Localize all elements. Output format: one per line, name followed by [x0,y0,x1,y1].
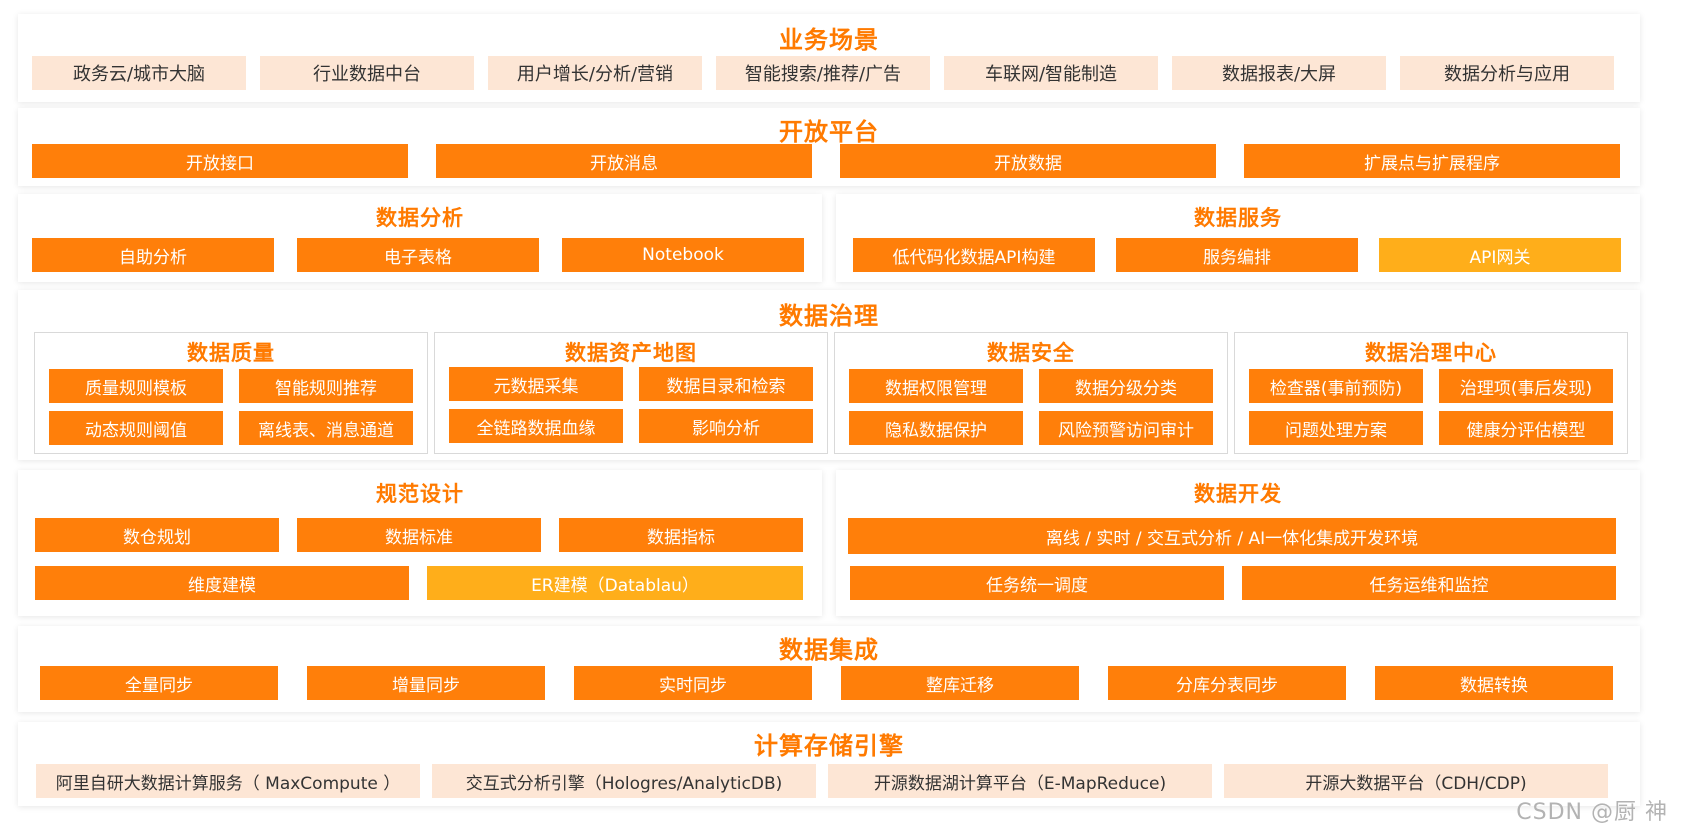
governance-item: 离线表、消息通道 [239,411,413,445]
data-asset-map-title: 数据资产地图 [565,341,697,365]
design-item: 数据指标 [559,518,803,552]
data-service-item: 低代码化数据API构建 [853,238,1095,272]
data-quality-group: 数据质量 质量规则模板 智能规则推荐 动态规则阈值 离线表、消息通道 [34,332,428,454]
data-analysis-panel: 数据分析 自助分析 电子表格 Notebook [18,194,822,282]
data-development-panel: 数据开发 离线 / 实时 / 交互式分析 / AI一体化集成开发环境 任务统一调… [836,470,1640,616]
business-scenarios-panel: 业务场景 政务云/城市大脑 行业数据中台 用户增长/分析/营销 智能搜索/推荐/… [18,14,1640,102]
open-platform-item: 开放数据 [840,144,1216,178]
api-gateway-item: API网关 [1379,238,1621,272]
compute-item: 开源大数据平台（CDH/CDP) [1224,764,1608,798]
governance-item: 全链路数据血缘 [449,409,623,443]
data-governance-panel: 数据治理 数据质量 质量规则模板 智能规则推荐 动态规则阈值 离线表、消息通道 … [18,290,1640,460]
data-security-title: 数据安全 [987,341,1075,365]
compute-item: 交互式分析引擎（Hologres/AnalyticDB) [432,764,816,798]
design-item: 数仓规划 [35,518,279,552]
design-item: 维度建模 [35,566,409,600]
business-item: 数据报表/大屏 [1172,56,1386,90]
governance-item: 影响分析 [639,409,813,443]
data-integration-title: 数据集成 [779,636,879,664]
governance-item: 健康分评估模型 [1439,411,1613,445]
governance-center-title: 数据治理中心 [1365,341,1497,365]
open-platform-item: 扩展点与扩展程序 [1244,144,1620,178]
business-item: 政务云/城市大脑 [32,56,246,90]
data-integration-panel: 数据集成 全量同步 增量同步 实时同步 整库迁移 分库分表同步 数据转换 [18,626,1640,712]
governance-item: 隐私数据保护 [849,411,1023,445]
standard-design-title: 规范设计 [376,482,464,506]
business-item: 车联网/智能制造 [944,56,1158,90]
business-item: 用户增长/分析/营销 [488,56,702,90]
governance-item: 动态规则阈值 [49,411,223,445]
governance-item: 检查器(事前预防) [1249,369,1423,403]
data-security-group: 数据安全 数据权限管理 数据分级分类 隐私数据保护 风险预警访问审计 [834,332,1228,454]
governance-item: 数据目录和检索 [639,367,813,401]
open-platform-item: 开放接口 [32,144,408,178]
data-analysis-title: 数据分析 [376,206,464,230]
integration-item: 实时同步 [574,666,812,700]
data-service-item: 服务编排 [1116,238,1358,272]
governance-item: 数据权限管理 [849,369,1023,403]
governance-item: 治理项(事后发现) [1439,369,1613,403]
business-item: 智能搜索/推荐/广告 [716,56,930,90]
watermark-text: CSDN @厨 神 [1516,800,1668,825]
data-analysis-item: 自助分析 [32,238,274,272]
compute-storage-panel: 计算存储引擎 阿里自研大数据计算服务（ MaxCompute ） 交互式分析引擎… [18,722,1640,806]
ide-item: 离线 / 实时 / 交互式分析 / AI一体化集成开发环境 [848,518,1616,554]
governance-center-group: 数据治理中心 检查器(事前预防) 治理项(事后发现) 问题处理方案 健康分评估模… [1234,332,1628,454]
integration-item: 全量同步 [40,666,278,700]
open-platform-item: 开放消息 [436,144,812,178]
governance-item: 质量规则模板 [49,369,223,403]
governance-item: 风险预警访问审计 [1039,411,1213,445]
develop-item: 任务运维和监控 [1242,566,1616,600]
data-analysis-item: Notebook [562,238,804,272]
governance-item: 元数据采集 [449,367,623,401]
business-item: 行业数据中台 [260,56,474,90]
compute-item: 开源数据湖计算平台（E-MapReduce) [828,764,1212,798]
governance-item: 数据分级分类 [1039,369,1213,403]
integration-item: 数据转换 [1375,666,1613,700]
integration-item: 增量同步 [307,666,545,700]
compute-item: 阿里自研大数据计算服务（ MaxCompute ） [36,764,420,798]
business-item: 数据分析与应用 [1400,56,1614,90]
governance-item: 问题处理方案 [1249,411,1423,445]
data-analysis-item: 电子表格 [297,238,539,272]
er-modeling-item: ER建模（Datablau） [427,566,803,600]
design-item: 数据标准 [297,518,541,552]
business-scenarios-title: 业务场景 [779,26,879,54]
data-governance-title: 数据治理 [779,302,879,330]
governance-item: 智能规则推荐 [239,369,413,403]
data-development-title: 数据开发 [1194,482,1282,506]
integration-item: 分库分表同步 [1108,666,1346,700]
integration-item: 整库迁移 [841,666,1079,700]
standard-design-panel: 规范设计 数仓规划 数据标准 数据指标 维度建模 ER建模（Datablau） [18,470,822,616]
data-service-panel: 数据服务 低代码化数据API构建 服务编排 API网关 [836,194,1640,282]
open-platform-panel: 开放平台 开放接口 开放消息 开放数据 扩展点与扩展程序 [18,108,1640,186]
develop-item: 任务统一调度 [850,566,1224,600]
data-asset-map-group: 数据资产地图 元数据采集 数据目录和检索 全链路数据血缘 影响分析 [434,332,828,454]
data-quality-title: 数据质量 [187,341,275,365]
open-platform-title: 开放平台 [779,118,879,146]
data-service-title: 数据服务 [1194,206,1282,230]
compute-storage-title: 计算存储引擎 [754,732,904,760]
